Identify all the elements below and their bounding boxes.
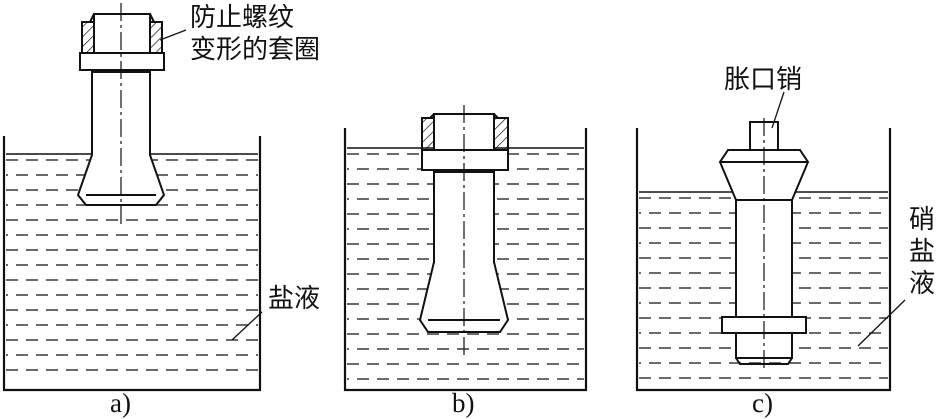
container-a [2,136,262,392]
workpiece-a [76,13,166,206]
label-thread-sleeve-line2: 变形的套圈 [190,35,320,65]
caption-c: c) [752,388,773,418]
container-c [635,128,892,392]
panel-c: 胀口销 硝 盐 液 c) [635,65,935,418]
label-nitrate-3: 液 [909,269,935,299]
caption-a: a) [110,388,131,418]
label-salt-liquid: 盐液 [268,284,320,314]
label-nitrate-1: 硝 [909,205,935,235]
label-expansion-pin: 胀口销 [724,65,802,95]
label-thread-sleeve-line1: 防止螺纹 [190,3,294,33]
panel-a: 防止螺纹 变形的套圈 盐液 a) [2,3,320,418]
label-nitrate-2: 盐 [909,237,935,267]
container-b [343,128,588,392]
panel-b: b) [343,105,588,418]
salt-liquid-a [6,153,258,371]
caption-b: b) [452,388,475,418]
